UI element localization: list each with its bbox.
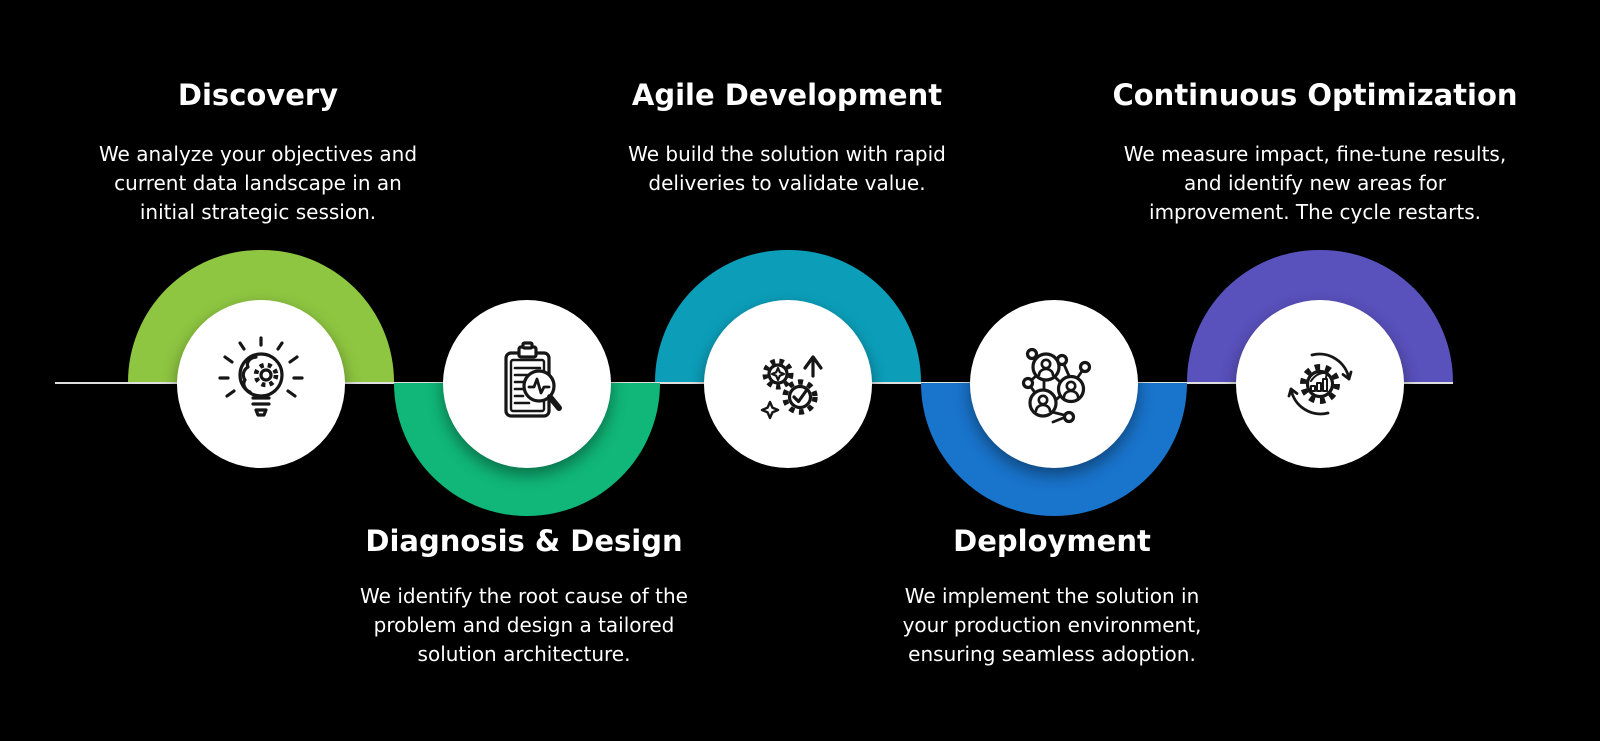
step-description-agile-development: We build the solution with rapid deliver… bbox=[628, 142, 946, 195]
step-title-diagnosis-design: Diagnosis & Design bbox=[365, 524, 683, 558]
people-network-icon bbox=[1021, 347, 1092, 424]
step-badge-agile-development bbox=[704, 300, 872, 468]
step-badge-deployment bbox=[970, 300, 1138, 468]
step-description-discovery: We analyze your objectives and current d… bbox=[98, 142, 418, 224]
clipboard-magnifier-icon bbox=[504, 341, 562, 418]
step-description-continuous-optimization: We measure impact, fine-tune results, an… bbox=[1123, 142, 1507, 224]
step-badge-diagnosis-design bbox=[443, 300, 611, 468]
step-description-diagnosis-design: We identify the root cause of the proble… bbox=[360, 584, 688, 666]
gear-chart-cycle-icon bbox=[1287, 352, 1353, 416]
step-title-continuous-optimization: Continuous Optimization bbox=[1112, 78, 1518, 112]
step-title-agile-development: Agile Development bbox=[631, 78, 943, 112]
step-title-deployment: Deployment bbox=[953, 524, 1151, 558]
step-badge-continuous-optimization bbox=[1236, 300, 1404, 468]
gears-growth-arrow-icon bbox=[760, 355, 823, 420]
step-badge-discovery bbox=[177, 300, 345, 468]
step-title-discovery: Discovery bbox=[177, 78, 339, 112]
step-description-deployment: We implement the solution in your produc… bbox=[902, 584, 1202, 666]
idea-bulb-brain-gear-icon bbox=[218, 336, 304, 417]
